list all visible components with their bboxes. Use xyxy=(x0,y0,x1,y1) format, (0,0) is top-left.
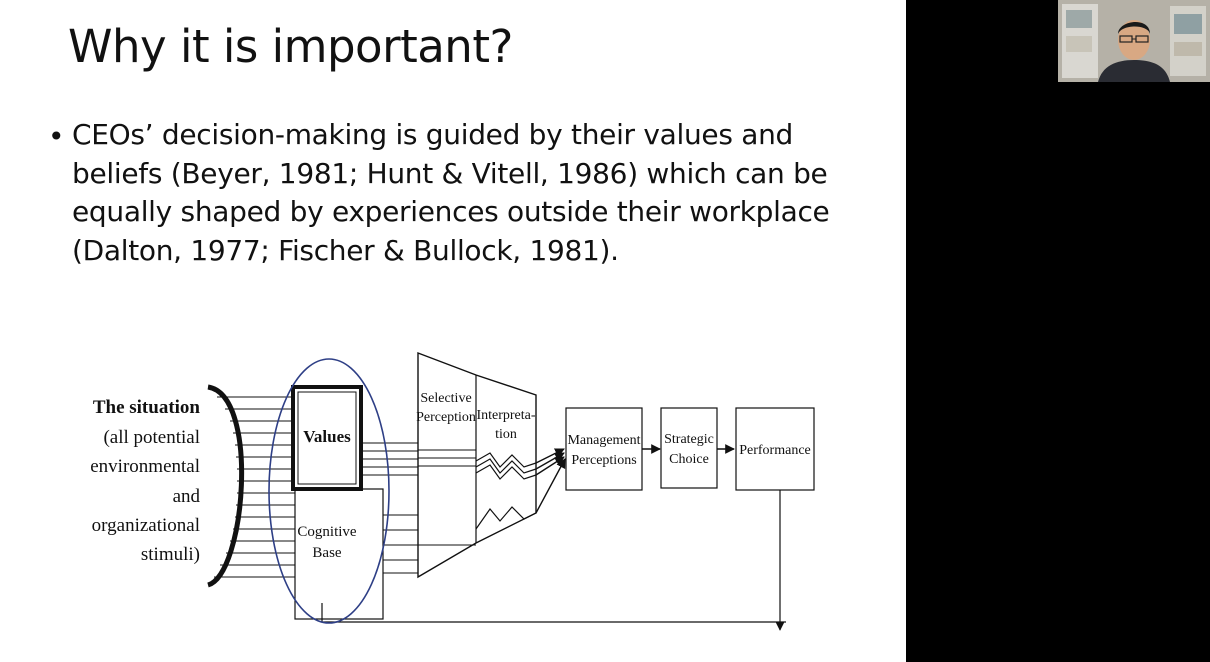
interpretation-label-2: tion xyxy=(495,427,517,442)
values-label: Values xyxy=(303,427,351,446)
cognitive-base-box xyxy=(294,488,384,620)
performance-box xyxy=(735,407,815,491)
situation-line-3: and xyxy=(173,486,201,507)
situation-line-4: organizational xyxy=(92,515,200,536)
situation-line-1: (all potential xyxy=(103,427,200,448)
presentation-slide: Why it is important? • CEOs’ decision-ma… xyxy=(0,0,906,662)
cognitive-label-1: Cognitive xyxy=(297,524,357,540)
selective-label-1: Selective xyxy=(420,391,471,406)
zigzag-lines xyxy=(475,452,537,530)
video-panel xyxy=(906,0,1210,662)
webcam-thumbnail[interactable] xyxy=(1058,0,1210,82)
situation-label: The situation (all potential environment… xyxy=(90,397,200,565)
strategic-choice-box xyxy=(660,407,718,489)
bullet-point: • CEOs’ decision-making is guided by the… xyxy=(48,116,838,270)
management-label-1: Management xyxy=(567,433,640,448)
strategic-label-1: Strategic xyxy=(664,432,714,447)
converging-arrows xyxy=(535,448,566,514)
selective-label-2: Perception xyxy=(416,410,476,425)
highlight-ellipse xyxy=(268,358,390,624)
upper-echelons-diagram: The situation (all potential environment… xyxy=(90,351,815,631)
strategic-label-2: Choice xyxy=(669,452,709,467)
management-perceptions-box xyxy=(565,407,643,491)
situation-line-2: environmental xyxy=(90,456,200,477)
stimulus-lines xyxy=(214,396,295,578)
bullet-text: CEOs’ decision-making is guided by their… xyxy=(72,118,830,267)
interpretation-label-1: Interpreta- xyxy=(476,408,535,423)
situation-line-5: stimuli) xyxy=(141,544,200,565)
situation-bracket xyxy=(206,384,245,588)
situation-title: The situation xyxy=(93,397,201,418)
filter-lines xyxy=(361,442,476,574)
feedback-loop xyxy=(321,603,786,623)
slide-title: Why it is important? xyxy=(68,20,513,73)
person-silhouette xyxy=(1098,60,1170,82)
perception-funnel xyxy=(417,351,537,579)
cognitive-label-2: Base xyxy=(312,545,342,561)
performance-label: Performance xyxy=(739,443,811,458)
bullet-dot-icon: • xyxy=(48,120,65,153)
management-label-2: Perceptions xyxy=(571,453,636,468)
